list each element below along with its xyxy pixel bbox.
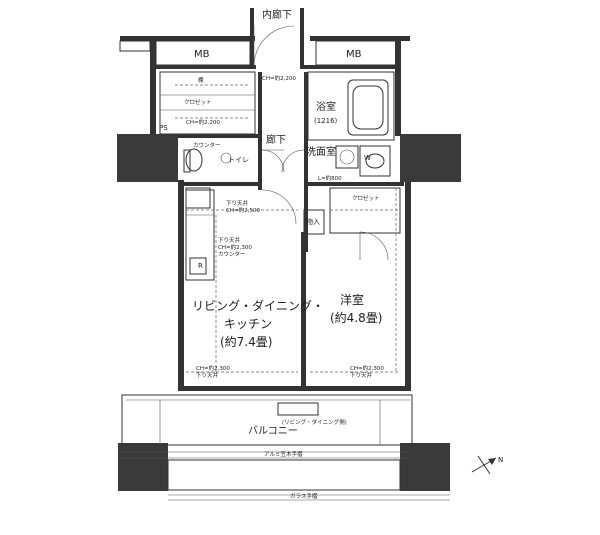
l-800-label: L=約800 [318,174,342,182]
bathroom-size-label: (1216) [314,117,338,125]
ch-2300-label-ldk: CH=約2,300 [196,364,230,372]
counter-label-2: カウンター [218,250,246,258]
ch-2300-label: CH=約2,300 [218,243,252,251]
low-ceiling-label-2: 下り天井 [218,236,241,244]
toilet-label: トイレ [228,156,249,164]
mb-left-label: MB [194,49,210,60]
closet-label-western: クロゼット [352,194,380,202]
counter-label: カウンター [193,141,221,149]
ldk-label: リビング・ダイニング・ [192,298,324,313]
ldk-size-label: (約7.4畳) [220,334,272,349]
mb-right-label: MB [346,49,362,60]
low-ceiling-label-western: 下り天井 [350,371,373,379]
storage-label: 物入 [306,217,320,226]
interior-walls [159,25,404,390]
western-room-label: 洋室 [340,292,364,307]
column-right [400,134,461,182]
ps-label: PS [159,124,168,132]
column-bottom-right [400,443,450,491]
r-label: R [198,262,203,270]
north-compass [471,455,497,475]
sash-note-label: (リビング・ダイニング側) [282,418,347,426]
bathroom-label: 浴室 [316,100,336,113]
shelf-label: 棚 [198,76,204,84]
railing-glass-label: ガラス手摺 [290,492,318,500]
ch-2500-label: CH=約2,500 [226,206,260,214]
inner-corridor-label: 内廊下 [262,8,292,21]
column-left [117,134,178,182]
ldk2-label: キッチン [224,317,272,331]
balcony-structure [121,394,450,501]
north-label: N [498,456,503,464]
western-size-label: (約4.8畳) [330,310,382,325]
ch-2200-label-2: CH=約2,200 [186,118,220,126]
closet-label-top: クロゼット [184,98,212,106]
low-ceiling-label-ldk: 下り天井 [196,371,219,379]
column-bottom-left [118,443,168,491]
ch-2200-label: CH=約2,200 [262,74,296,82]
washroom-label: 洗面室 [306,145,336,158]
low-ceiling-label: 下り天井 [226,199,249,207]
w-label: W [364,154,371,162]
hallway-label: 廊下 [266,133,286,146]
ch-2300-label-western: CH=約2,300 [350,364,384,372]
railing-top-label: アルミ笠木手摺 [264,450,303,458]
balcony-label: バルコニー [248,425,298,437]
